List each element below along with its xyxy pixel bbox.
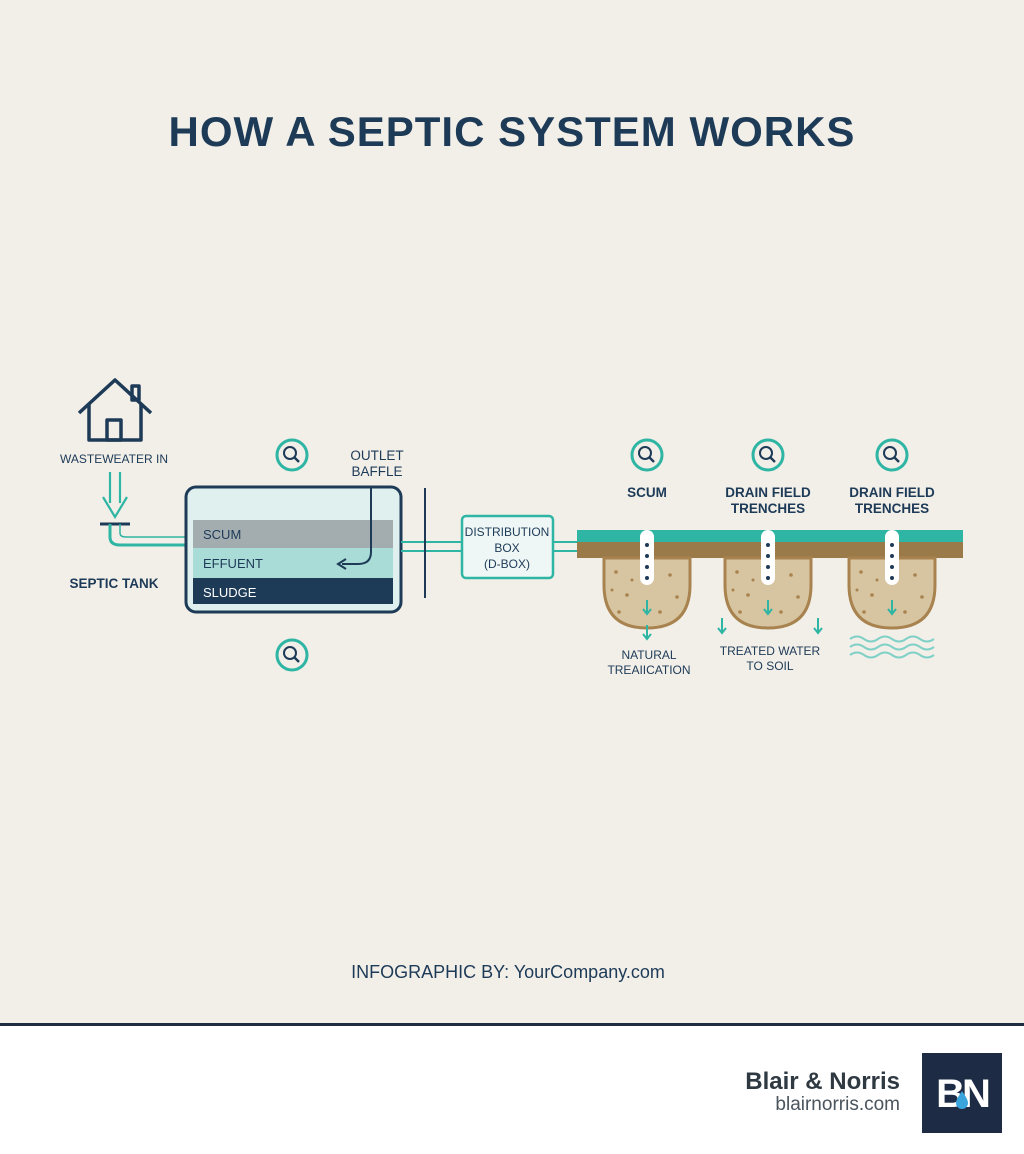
drain-field-a-label-2: TRENCHES xyxy=(731,501,805,516)
wastewater-in-label: WASTEWEATER IN xyxy=(60,452,168,466)
trench-scum-label: SCUM xyxy=(627,485,667,500)
magnifier-icon xyxy=(630,438,664,472)
house-icon xyxy=(77,378,153,442)
logo-text: BN xyxy=(936,1072,989,1116)
field-pipe xyxy=(553,541,578,552)
brand-logo: BN xyxy=(922,1053,1002,1133)
sludge-layer-label: SLUDGE xyxy=(203,585,257,600)
magnifier-icon xyxy=(275,438,309,472)
scum-layer xyxy=(193,520,393,548)
dbox-label-3: (D-BOX) xyxy=(484,557,530,571)
drain-field-a-label-1: DRAIN FIELD xyxy=(725,485,811,500)
distribution-box xyxy=(460,514,555,580)
magnifier-icon xyxy=(751,438,785,472)
outlet-baffle-label-1: OUTLET xyxy=(350,448,403,463)
natural-label-1: NATURAL xyxy=(621,648,676,662)
outlet-pipe xyxy=(401,541,462,552)
septic-tank: SCUM EFFUENT SLUDGE xyxy=(184,485,403,614)
septic-tank-label: SEPTIC TANK xyxy=(69,576,158,591)
sludge-layer xyxy=(193,578,393,604)
effluent-layer-label: EFFUENT xyxy=(203,556,263,571)
dbox-label-2: BOX xyxy=(494,541,519,555)
inlet-pipe-inner xyxy=(119,524,186,538)
drain-trench xyxy=(602,530,692,630)
natural-label-2: TREAIICATION xyxy=(607,663,690,677)
down-arrow-icon xyxy=(102,472,128,520)
footer: Blair & Norris blairnorris.com BN xyxy=(0,1023,1024,1154)
scum-layer-label: SCUM xyxy=(203,527,241,542)
down-arrow-icon xyxy=(642,600,652,641)
dbox-label-1: DISTRIBUTION xyxy=(465,525,550,539)
outlet-baffle-label-2: BAFFLE xyxy=(351,464,402,479)
magnifier-icon xyxy=(875,438,909,472)
septic-diagram: WASTEWEATER IN SEPTIC TANK SCUM EFFUENT … xyxy=(60,378,963,677)
water-drop-icon xyxy=(956,1091,968,1109)
infographic-credit: INFOGRAPHIC BY: YourCompany.com xyxy=(351,962,665,982)
magnifier-icon xyxy=(275,638,309,672)
drain-trench xyxy=(847,530,937,630)
treated-label-2: TO SOIL xyxy=(746,659,793,673)
drain-field-b-label-2: TRENCHES xyxy=(855,501,929,516)
page-title: HOW A SEPTIC SYSTEM WORKS xyxy=(168,108,856,155)
drain-trench xyxy=(723,530,813,630)
wave-icon xyxy=(849,635,935,659)
treated-label-1: TREATED WATER xyxy=(720,644,821,658)
brand-name: Blair & Norris xyxy=(745,1068,900,1095)
outlet-baffle-arrow xyxy=(342,486,372,565)
drain-field-b-label-1: DRAIN FIELD xyxy=(849,485,935,500)
down-arrow-icon xyxy=(887,600,897,616)
down-arrow-icon xyxy=(717,600,823,635)
inlet-pipe xyxy=(108,524,186,547)
brand-url[interactable]: blairnorris.com xyxy=(775,1094,900,1115)
